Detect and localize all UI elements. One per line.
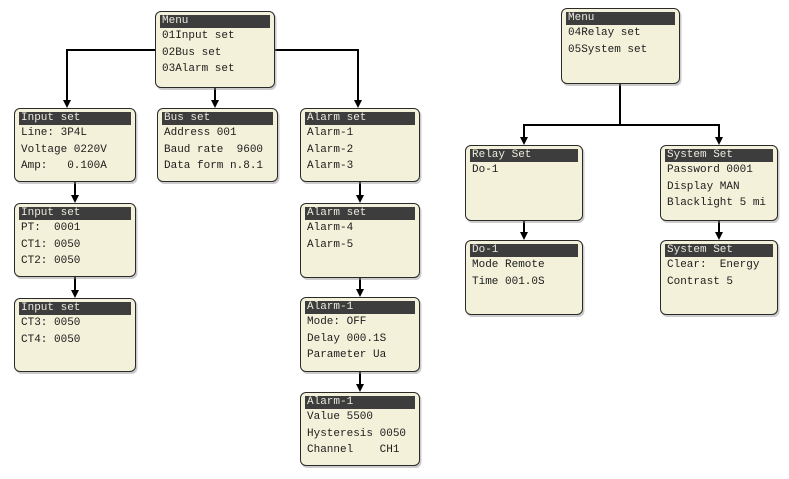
connector-line <box>359 278 361 291</box>
system-set-2-line-1: Clear: Energy <box>667 259 760 271</box>
alarm-set-2-title: Alarm set <box>305 207 415 220</box>
alarm-set-1-line-3: Alarm-3 <box>307 160 354 172</box>
menu-main-line-2: 02Bus set <box>162 46 222 59</box>
input-set-2-line-3: CT2: 0050 <box>21 255 81 267</box>
relay-set-line-1: Do-1 <box>472 164 499 176</box>
alarm-1-value-line-1: Value 5500 <box>307 411 374 423</box>
arrowhead-down-icon <box>210 100 219 108</box>
menu-secondary-line-2: 05System set <box>568 43 648 56</box>
bus-set-line-2: Baud rate 9600 <box>164 143 264 156</box>
system-set-1-line-2: Display MAN <box>667 180 740 193</box>
connector-line <box>74 182 76 197</box>
alarm-set-1-line-1: Alarm-1 <box>307 127 354 139</box>
input-set-2-line-1: PT: 0001 <box>21 222 81 234</box>
alarm-1-value-line-2: Hysteresis 0050 <box>307 427 407 440</box>
menu-main-box: Menu 01Input set 02Bus set 03Alarm set <box>155 11 275 88</box>
system-set-2-line-2: Contrast 5 <box>667 275 734 288</box>
do-1-line-1: Mode Remote <box>472 259 545 271</box>
alarm-1-config-line-3: Parameter Ua <box>307 349 387 361</box>
menu-main-line-3: 03Alarm set <box>162 63 235 75</box>
arrowhead-down-icon <box>519 232 528 240</box>
do-1-line-2: Time 001.0S <box>472 275 545 288</box>
arrowhead-down-icon <box>70 195 79 203</box>
connector-line <box>74 277 76 292</box>
arrowhead-down-icon <box>355 384 364 392</box>
arrowhead-down-icon <box>714 137 723 145</box>
arrowhead-down-icon <box>355 195 364 203</box>
system-set-1-line-1: Password 0001 <box>667 164 753 176</box>
connector-line <box>619 84 621 125</box>
system-set-1-line-3: Blacklight 5 mi <box>667 197 767 209</box>
system-set-1-title: System Set <box>665 149 773 162</box>
input-set-1-line-3: Amp: 0.100A <box>21 160 107 172</box>
bus-set-title: Bus set <box>162 112 273 125</box>
connector-line <box>359 182 361 197</box>
connector-line <box>523 124 525 139</box>
menu-secondary-line-1: 04Relay set <box>568 27 641 39</box>
menu-main-line-1: 01Input set <box>162 30 235 42</box>
arrowhead-down-icon <box>714 232 723 240</box>
arrowhead-down-icon <box>355 289 364 297</box>
input-set-2-title: Input set <box>19 207 131 220</box>
menu-main-title: Menu <box>160 15 270 28</box>
arrowhead-down-icon <box>519 137 528 145</box>
alarm-set-1-line-2: Alarm-2 <box>307 143 354 156</box>
arrowhead-down-icon <box>70 290 79 298</box>
connector-line <box>66 49 68 102</box>
connector-line <box>359 372 361 386</box>
input-set-1-title: Input set <box>19 112 131 125</box>
bus-set-line-1: Address 001 <box>164 127 237 139</box>
arrowhead-down-icon <box>353 100 362 108</box>
alarm-1-config-line-1: Mode: OFF <box>307 316 367 328</box>
alarm-set-2-line-1: Alarm-4 <box>307 222 354 234</box>
connector-line <box>273 49 359 51</box>
connector-line <box>523 221 525 234</box>
connector-line <box>718 124 720 139</box>
input-set-3-line-1: CT3: 0050 <box>21 317 81 329</box>
connector-line <box>357 49 359 102</box>
connector-line <box>718 221 720 234</box>
do-1-title: Do-1 <box>470 244 578 257</box>
input-set-1-line-2: Voltage 0220V <box>21 143 107 156</box>
alarm-1-value-line-3: Channel CH1 <box>307 444 400 456</box>
menu-secondary-box: Menu 04Relay set 05System set <box>561 8 680 84</box>
input-set-2-line-2: CT1: 0050 <box>21 238 81 251</box>
bus-set-line-3: Data form n.8.1 <box>164 160 264 172</box>
alarm-set-2-line-2: Alarm-5 <box>307 238 354 251</box>
input-set-3-title: Input set <box>19 302 131 315</box>
alarm-set-1-title: Alarm set <box>305 112 415 125</box>
relay-set-title: Relay Set <box>470 149 578 162</box>
connector-line <box>214 88 216 102</box>
input-set-3-line-2: CT4: 0050 <box>21 333 81 346</box>
system-set-2-title: System Set <box>665 244 773 257</box>
alarm-1-value-title: Alarm-1 <box>305 396 415 409</box>
menu-secondary-title: Menu <box>566 12 675 25</box>
alarm-1-config-title: Alarm-1 <box>305 301 415 314</box>
connector-line <box>523 124 719 126</box>
connector-line <box>66 49 156 51</box>
arrowhead-down-icon <box>62 100 71 108</box>
alarm-1-config-line-2: Delay 000.1S <box>307 332 387 345</box>
input-set-1-line-1: Line: 3P4L <box>21 127 88 139</box>
